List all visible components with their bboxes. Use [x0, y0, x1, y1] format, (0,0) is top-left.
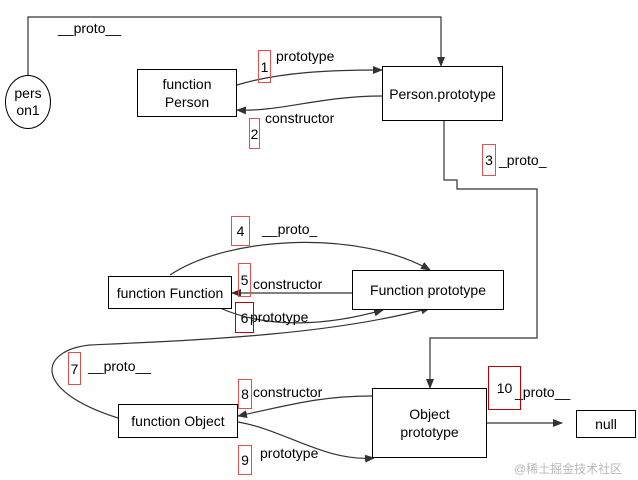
node-function-person: function Person	[137, 69, 237, 117]
edge-personproto-proto	[426, 120, 538, 389]
step-number-1: 1	[260, 58, 269, 75]
node-person1: person1	[5, 75, 51, 129]
edge-function-proto	[169, 241, 431, 276]
label-proto-10: _proto__	[515, 384, 571, 400]
label-constructor-5: constructor	[253, 276, 323, 292]
label-proto-7: __proto__	[88, 358, 152, 374]
label-prototype-1: prototype	[276, 48, 335, 64]
node-function-object-label: function Object	[131, 413, 225, 429]
step-number-2: 2	[250, 125, 259, 142]
edge-object-proto	[51, 306, 431, 419]
edge-person-constructor	[236, 95, 383, 115]
step-number-10: 10	[496, 380, 513, 396]
step-marker-6: 6	[235, 302, 254, 333]
node-function-object: function Object	[118, 404, 238, 438]
edge-person1-proto	[27, 16, 445, 75]
node-function-function-label: function Function	[116, 284, 224, 301]
step-number-8: 8	[241, 386, 249, 402]
node-null: null	[576, 410, 636, 438]
node-person-prototype: Person.prototype	[382, 66, 503, 121]
node-function-prototype-label: Function prototype	[370, 282, 486, 298]
step-marker-7: 7	[68, 352, 81, 385]
edge-person-prototype	[236, 66, 383, 86]
label-prototype-9: prototype	[260, 445, 319, 461]
step-number-5: 5	[240, 272, 249, 288]
label-constructor-2: constructor	[265, 110, 335, 126]
step-number-3: 3	[485, 152, 493, 168]
node-function-person-label: function Person	[162, 76, 212, 110]
step-number-7: 7	[70, 360, 79, 377]
step-marker-1: 1	[258, 50, 271, 83]
edge-function-prototype	[219, 307, 384, 324]
label-constructor-8: constructor	[253, 384, 323, 400]
label-prototype-6: prototype	[250, 309, 309, 325]
step-number-6: 6	[240, 309, 249, 326]
step-number-4: 4	[236, 223, 245, 239]
node-person-prototype-label: Person.prototype	[389, 85, 496, 102]
label-proto-4: __proto_	[262, 221, 318, 237]
step-marker-4: 4	[231, 216, 250, 246]
node-object-prototype-label: Object prototype	[400, 406, 459, 440]
step-marker-3: 3	[482, 144, 496, 176]
node-function-prototype: Function prototype	[352, 270, 504, 310]
label-top-proto: __proto__	[58, 20, 122, 36]
step-number-9: 9	[241, 452, 249, 468]
node-function-function: function Function	[108, 276, 232, 309]
watermark: @稀土掘金技术社区	[514, 462, 623, 476]
step-marker-10: 10	[488, 366, 521, 410]
edge-object-constructor	[237, 395, 373, 419]
label-proto-3: _proto_	[499, 152, 547, 168]
node-person1-label: person1	[14, 85, 42, 118]
step-marker-9: 9	[238, 445, 252, 475]
step-marker-5: 5	[238, 263, 251, 297]
step-marker-2: 2	[249, 118, 260, 149]
node-null-label: null	[595, 416, 617, 432]
edge-object-prototype	[237, 421, 375, 463]
step-marker-8: 8	[238, 379, 252, 409]
node-object-prototype: Object prototype	[372, 388, 487, 458]
